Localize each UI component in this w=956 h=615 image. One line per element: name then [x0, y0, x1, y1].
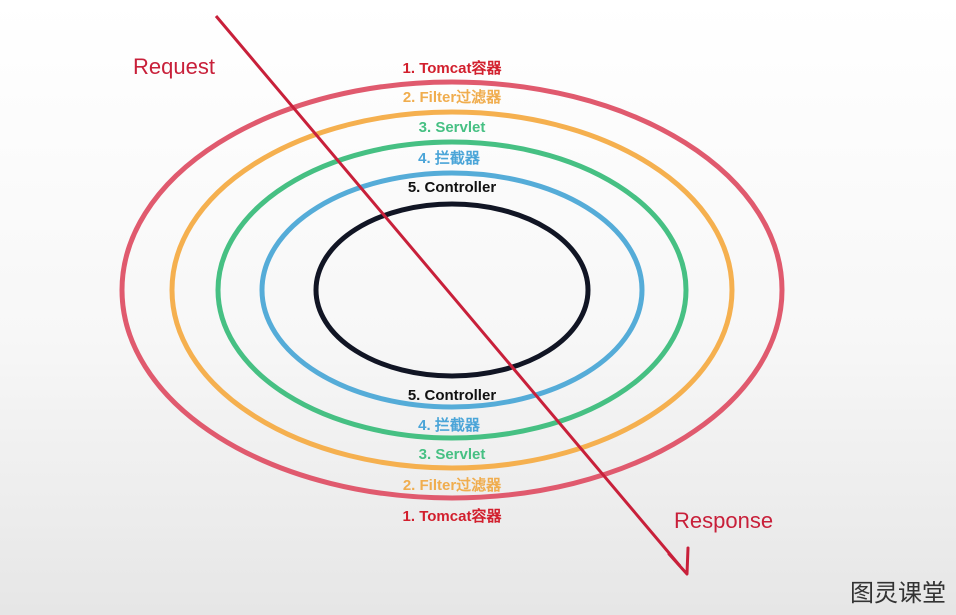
ring-controller — [313, 201, 591, 379]
watermark-text: 图灵课堂 — [850, 579, 946, 607]
ring-interceptor — [259, 170, 645, 410]
top-label-controller: 5. Controller — [408, 179, 497, 196]
ring-filter — [169, 109, 735, 471]
bottom-label-servlet: 3. Servlet — [419, 446, 486, 463]
ring-servlet — [215, 139, 689, 441]
top-label-servlet: 3. Servlet — [419, 119, 486, 136]
top-label-interceptor: 4. 拦截器 — [418, 149, 481, 167]
ring-tomcat — [119, 79, 785, 501]
bottom-label-tomcat: 1. Tomcat容器 — [403, 507, 503, 525]
top-label-tomcat: 1. Tomcat容器 — [403, 59, 503, 77]
request-label: Request — [133, 54, 215, 79]
bottom-label-controller: 5. Controller — [408, 387, 497, 404]
request-response-arrow-head — [667, 546, 690, 576]
request-response-arrow-line — [214, 15, 682, 567]
bottom-label-filter: 2. Filter过滤器 — [403, 476, 502, 494]
bottom-label-interceptor: 4. 拦截器 — [418, 416, 481, 434]
response-label: Response — [674, 508, 773, 533]
top-label-filter: 2. Filter过滤器 — [403, 88, 502, 106]
